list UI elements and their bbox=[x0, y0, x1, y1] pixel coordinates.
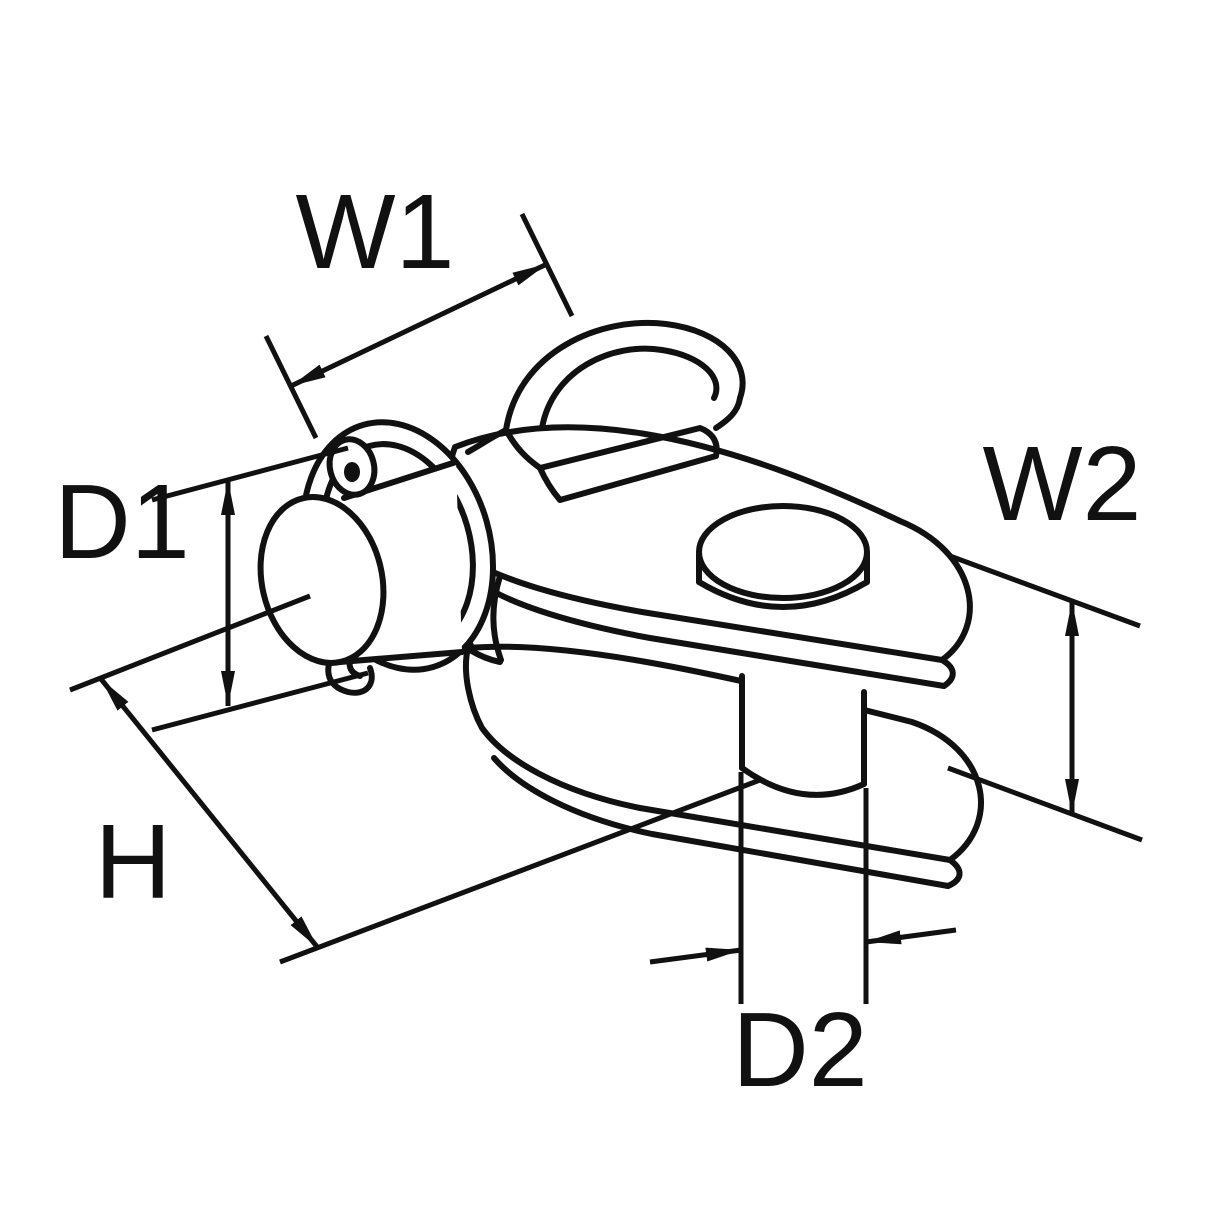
lower-plate-nose-edge bbox=[945, 857, 963, 889]
w1-extension-line-left bbox=[263, 334, 319, 440]
toggle-fork-part bbox=[257, 320, 984, 889]
pin-shaft-bottom-edge bbox=[337, 649, 465, 665]
spacer-bottom-arc bbox=[739, 765, 867, 798]
h-extension-line-bottom bbox=[279, 777, 761, 965]
d1-extension-line-bottom bbox=[151, 670, 369, 733]
pin-end-face bbox=[257, 494, 387, 666]
w1-dimension-line bbox=[289, 261, 549, 389]
label-w2: W2 bbox=[983, 425, 1142, 543]
strap-inner-curve bbox=[539, 345, 720, 431]
fold-bottom-connector bbox=[467, 647, 503, 665]
label-w1: W1 bbox=[296, 173, 455, 291]
w2-extension-line-top bbox=[949, 553, 1141, 629]
strap-left-connector bbox=[503, 427, 543, 471]
fold-front-edge-2 bbox=[490, 573, 504, 663]
top-plate-slot bbox=[537, 425, 720, 503]
dimension-w2: W2 bbox=[947, 425, 1143, 843]
label-h: H bbox=[95, 803, 172, 921]
d1-extension-line-top bbox=[151, 445, 349, 503]
dimension-h: H bbox=[69, 593, 761, 965]
label-d1: D1 bbox=[54, 463, 190, 581]
dimension-w1: W1 bbox=[263, 173, 575, 440]
boss-bottom-arc bbox=[696, 579, 870, 610]
boss-top-face bbox=[696, 503, 870, 601]
dimension-d1: D1 bbox=[54, 445, 369, 733]
d2-arrow-line-right bbox=[865, 927, 957, 945]
strap-outer-curve bbox=[503, 320, 746, 433]
strap-right-connector bbox=[713, 395, 743, 431]
lower-plate-thickness-edge bbox=[491, 755, 951, 889]
top-plate-nose-edge bbox=[939, 657, 956, 689]
lower-plate-outline bbox=[463, 643, 984, 863]
h-extension-line-top bbox=[69, 593, 311, 693]
dimension-d2: D2 bbox=[649, 772, 957, 1109]
h-dimension-line bbox=[99, 677, 320, 950]
spacer-body-fill bbox=[742, 676, 864, 784]
fold-top-connector bbox=[465, 427, 509, 455]
cotter-hole bbox=[344, 462, 360, 482]
w2-extension-line-bottom bbox=[947, 765, 1143, 843]
d2-arrow-line-left bbox=[649, 947, 742, 965]
label-d2: D2 bbox=[732, 991, 868, 1109]
